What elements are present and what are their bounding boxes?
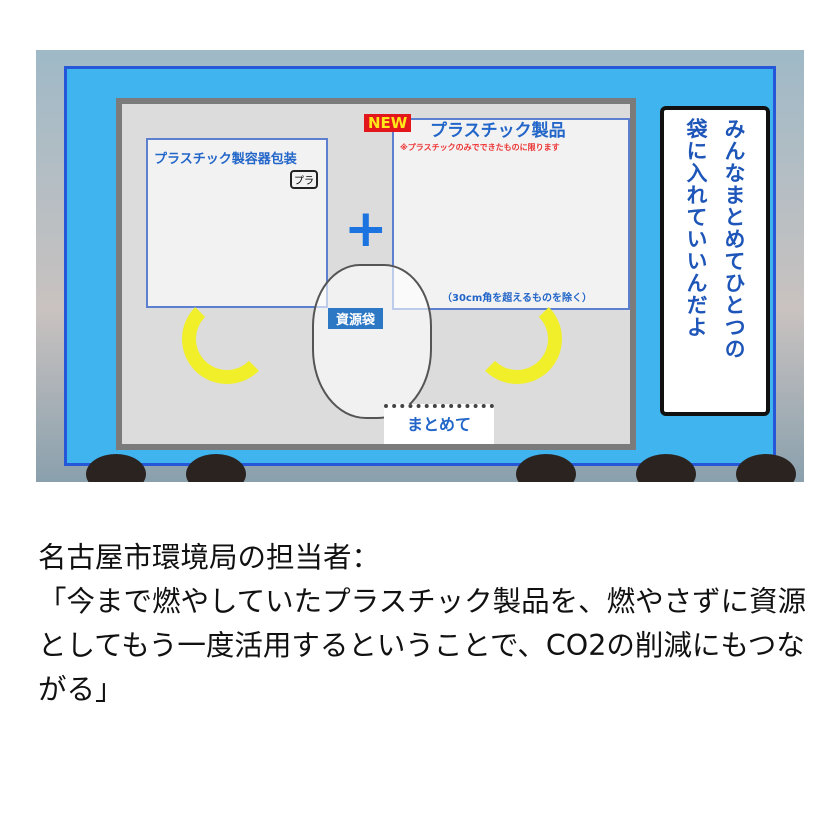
- speech-callout: みんなまとめてひとつの 袋に入れていいんだよ: [660, 106, 770, 416]
- quote-text: 「今まで燃やしていたプラスチック製品を、燃やさずに資源としてもう一度活用するとい…: [38, 585, 807, 706]
- right-arrow-icon: [472, 294, 562, 384]
- plastic-products-panel: NEW プラスチック製品 ※プラスチックのみでできたものに限ります （30cm角…: [364, 114, 630, 310]
- news-photo: プラスチック製容器包装 プラ + NEW プラスチック製品 ※プラスチックのみで…: [36, 50, 804, 482]
- plastic-packaging-title: プラスチック製容器包装: [154, 152, 297, 167]
- plus-icon: +: [344, 199, 388, 259]
- plastic-products-note: ※プラスチックのみでできたものに限ります: [400, 143, 560, 152]
- new-badge: NEW: [364, 114, 412, 132]
- left-arrow-icon: [182, 294, 272, 384]
- plastic-products-title: プラスチック製品: [430, 121, 566, 141]
- explanation-board: プラスチック製容器包装 プラ + NEW プラスチック製品 ※プラスチックのみで…: [116, 98, 636, 450]
- callout-line: みんなまとめてひとつの: [722, 118, 746, 360]
- bag-label: 資源袋: [328, 308, 384, 329]
- callout-line: 袋に入れていいんだよ: [684, 118, 708, 338]
- plastic-packaging-panel: プラスチック製容器包装 プラ: [146, 138, 328, 308]
- article-caption: 名古屋市環境局の担当者： 「今まで燃やしていたプラスチック製品を、燃やさずに資源…: [38, 536, 808, 712]
- summary-tab: まとめて: [384, 404, 494, 444]
- audience-heads: [36, 452, 804, 482]
- resource-bag-icon: 資源袋: [312, 264, 432, 419]
- speaker-label: 名古屋市環境局の担当者：: [38, 541, 381, 574]
- recycle-mark-icon: プラ: [290, 170, 318, 189]
